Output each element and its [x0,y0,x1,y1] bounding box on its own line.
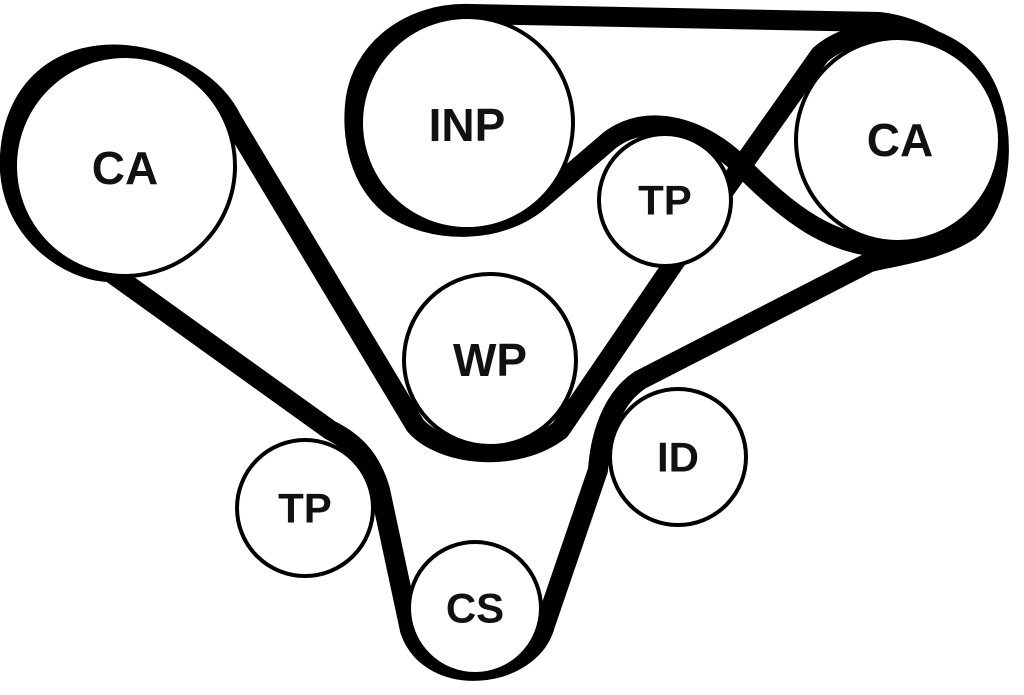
pulley-wp: WP [402,272,578,448]
pulley-label-inp: INP [429,99,506,151]
pulley-ca-left: CA [13,54,237,278]
pulley-label-tp-bottom: TP [278,485,332,532]
pulley-label-ca-right: CA [867,114,933,166]
pulley-label-wp: WP [453,334,527,386]
pulley-cs: CS [407,540,543,676]
pulley-id: ID [608,387,748,527]
pulley-label-cs: CS [446,585,504,632]
pulley-inp: INP [359,15,575,231]
pulley-label-tp-top: TP [638,177,692,224]
pulley-ca-right: CA [794,36,1002,244]
pulley-label-ca-left: CA [92,142,158,194]
pulley-tp-bottom: TP [235,438,375,578]
pulley-label-id: ID [657,434,699,481]
pulley-tp-top: TP [597,132,733,268]
